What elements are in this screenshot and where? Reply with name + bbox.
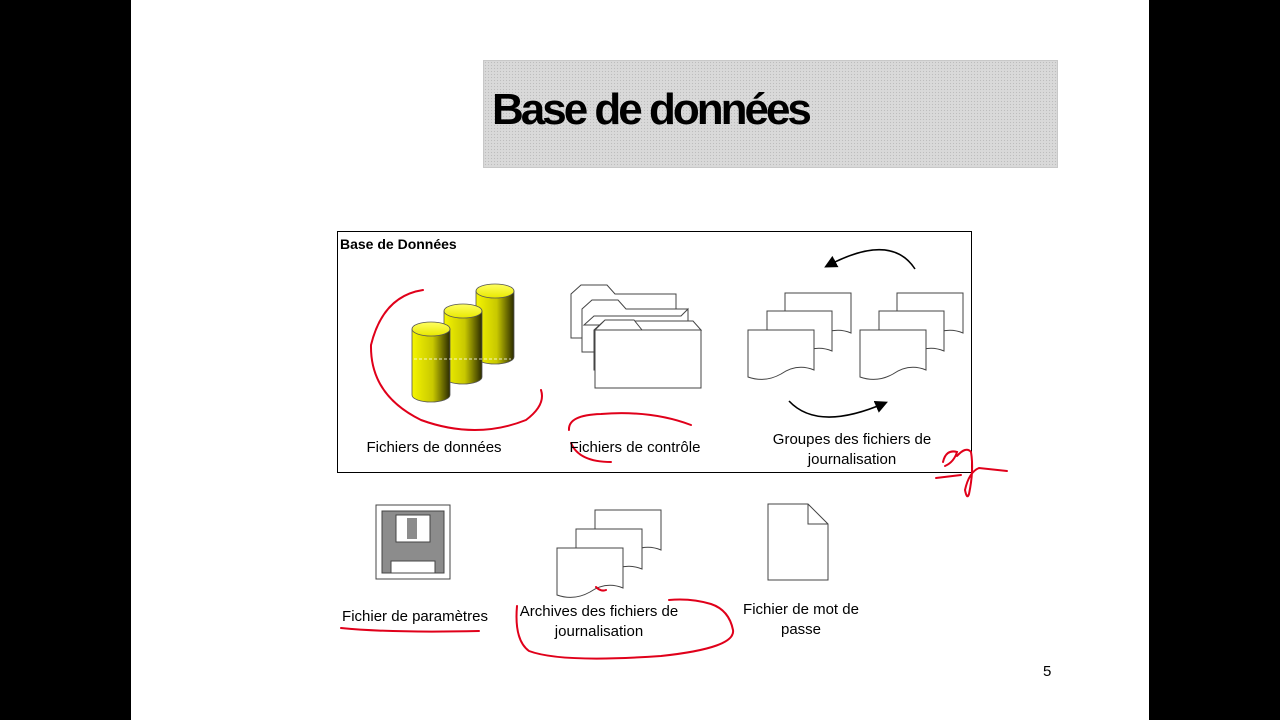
label-redo-log-groups: Groupes des fichiers de journalisation: [772, 431, 932, 468]
label-archive-files: Archives des fichiers de journalisation: [519, 603, 679, 640]
floppy-disk-icon: [375, 504, 451, 580]
circle-annotation-archive-files: [515, 586, 735, 660]
slide-title: Base de données: [492, 85, 812, 134]
circle-annotation-data-files: [369, 289, 543, 431]
cylinder-back: [475, 283, 515, 365]
log-group-right: [859, 292, 964, 380]
archive-files-icon: [556, 509, 662, 598]
slide: Base de données Base de Données: [131, 0, 1149, 720]
database-box-title: Base de Données: [340, 236, 457, 252]
hook-annotation: [935, 474, 962, 479]
cylinder-middle: [443, 303, 483, 385]
diagram-drawing: [340, 248, 1008, 660]
red-annotations: [340, 289, 1008, 660]
curved-arrow-bottom-icon: [788, 400, 888, 418]
tick-annotation-control-files: [570, 442, 612, 463]
underline-annotation-parameter-file: [340, 627, 480, 633]
label-control-files: Fichiers de contrôle: [569, 439, 701, 456]
title-banner: Base de données: [483, 60, 1058, 168]
redo-log-groups-icon: [747, 248, 964, 418]
page-number: 5: [1043, 663, 1052, 680]
cylinder-front: [411, 321, 451, 403]
document-page-icon: [767, 503, 829, 581]
label-parameter-file: Fichier de paramètres: [342, 608, 488, 625]
cf-scribble-annotation: [942, 448, 1008, 498]
label-data-files: Fichiers de données: [366, 439, 502, 456]
control-files-folders-icon: [570, 284, 703, 389]
log-group-left: [747, 292, 852, 380]
database-cylinders-icon: [411, 283, 515, 403]
database-group-box: Base de Données: [337, 231, 972, 473]
underline-annotation-control-files: [568, 412, 692, 431]
curved-arrow-top-icon: [824, 248, 916, 270]
label-password-file: Fichier de mot de passe: [743, 601, 859, 638]
